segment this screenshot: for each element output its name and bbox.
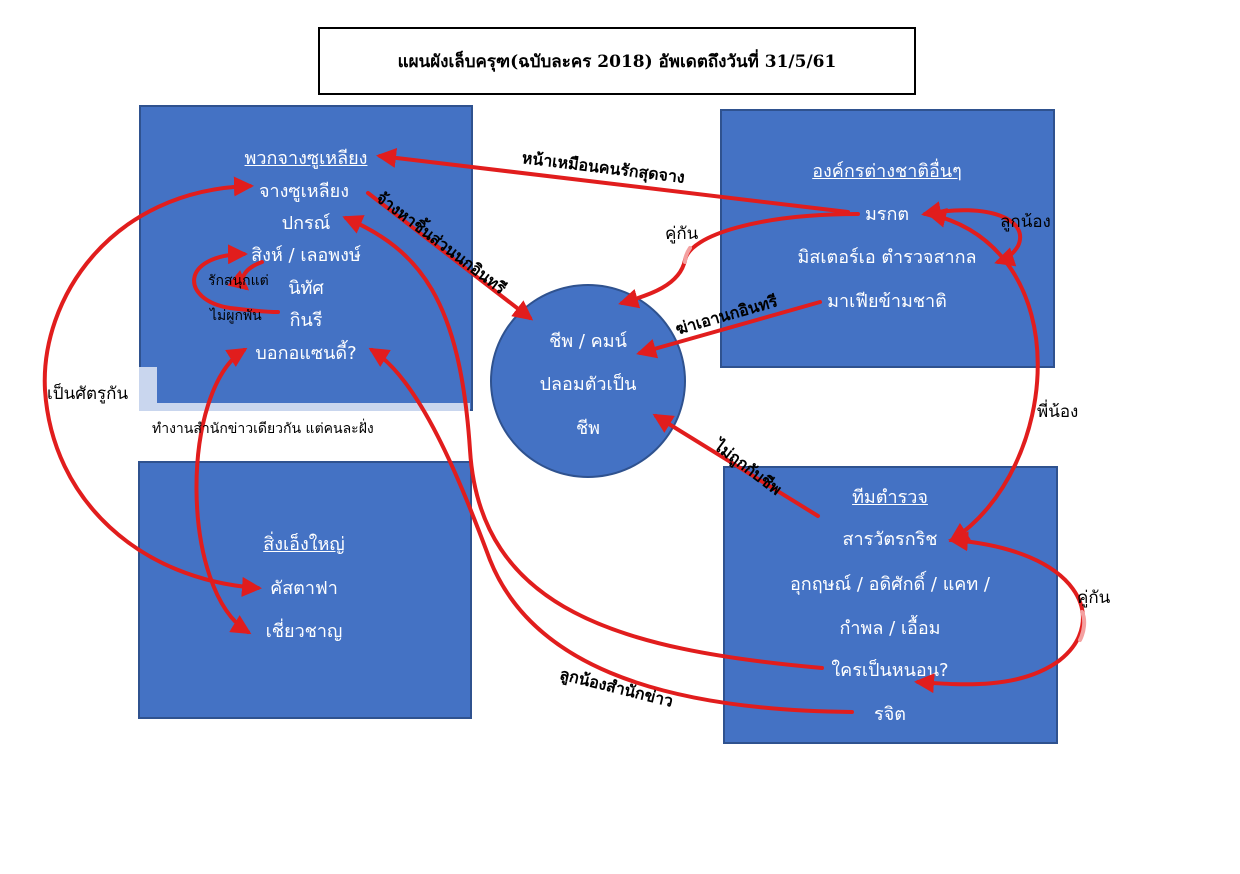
- arrow-morakot-kris-siblings: [926, 208, 1040, 543]
- arrow-sandy-chiewchan: [194, 347, 252, 635]
- arrow-police-to-cheep: [652, 413, 820, 518]
- jang-item-kinnaree: กินรี: [289, 310, 323, 331]
- jang-item-editor-sandy: บอกอแซนดี้?: [255, 343, 357, 364]
- label-same-news-office: ทำงานสำนักข่าวเดียวกัน แต่คนละฝั่ง: [152, 421, 374, 437]
- arrow-nithat-kinnaree-loop-2: [227, 260, 264, 291]
- panel-bottom-highlight: [157, 403, 470, 411]
- police-panel: [723, 466, 1058, 744]
- arrow-mole-pakorn: [342, 215, 824, 670]
- foreign-item-morakot: มรกต: [864, 204, 910, 225]
- bigshots-panel: [138, 461, 472, 719]
- label-likes-but: รักสนุกแต่: [208, 273, 269, 289]
- arrow-morakot-to-jang: [376, 147, 850, 214]
- label-cousins: ลูกน้อง: [1000, 212, 1051, 232]
- foreign-item-mafia: มาเฟียข้ามชาติ: [827, 291, 947, 312]
- jang-item-pakorn: ปกรณ์: [281, 213, 331, 234]
- jang-item-jang-su-liang: จางซูเหลียง: [258, 181, 350, 202]
- foreign-org-heading: องค์กรต่างชาติอื่นๆ: [812, 161, 962, 182]
- label-enemies: เป็นศัตรูกัน: [47, 384, 129, 404]
- jang-group-panel: [139, 105, 473, 411]
- arrow-mafia-to-cheep: [636, 300, 822, 359]
- label-not-bound: ไม่ผูกพัน: [210, 308, 262, 324]
- label-couple-2: คู่กัน: [1077, 588, 1111, 608]
- arrow-jang-to-cheep: [366, 191, 534, 321]
- jang-item-sing-lerpong: สิงห์ / เลอพงษ์: [251, 245, 361, 266]
- center-item-cheep: ชีพ: [575, 418, 601, 439]
- bigshots-item-kustafa: คัสตาฟา: [270, 578, 338, 599]
- bigshots-heading: สิ่งเอ็งใหญ่: [263, 534, 345, 555]
- arrow-jang-kustafa-enemies: [42, 176, 262, 597]
- label-siblings: พี่น้อง: [1037, 402, 1079, 422]
- arrow-kris-mole-couple: [914, 531, 1085, 694]
- diagram-title: แผนผังเล็บครุฑ(ฉบับละคร 2018) อัพเดตถึงว…: [318, 27, 916, 95]
- police-item-rajit: รจิต: [874, 704, 906, 725]
- label-couple-1: คู่กัน: [665, 224, 699, 244]
- bigshots-item-chiewchan: เชี่ยวชาญ: [265, 621, 343, 642]
- police-heading: ทีมตำรวจ: [852, 487, 928, 508]
- arrow-rajit-sandy: [368, 347, 854, 714]
- arrow-nithat-kinnaree-loop: [192, 244, 280, 314]
- police-item-kris: สารวัตรกริช: [842, 529, 938, 550]
- center-item-disguised: ปลอมตัวเป็น: [539, 374, 637, 395]
- center-item-cheep-khom: ชีพ / คมน์: [549, 331, 627, 352]
- arrow-morakot-couple-cheep: [618, 212, 860, 309]
- jang-group-heading: พวกจางซูเหลียง: [244, 148, 368, 169]
- panel-corner-highlight: [139, 367, 157, 411]
- jang-item-nithat: นิทัศ: [288, 278, 324, 299]
